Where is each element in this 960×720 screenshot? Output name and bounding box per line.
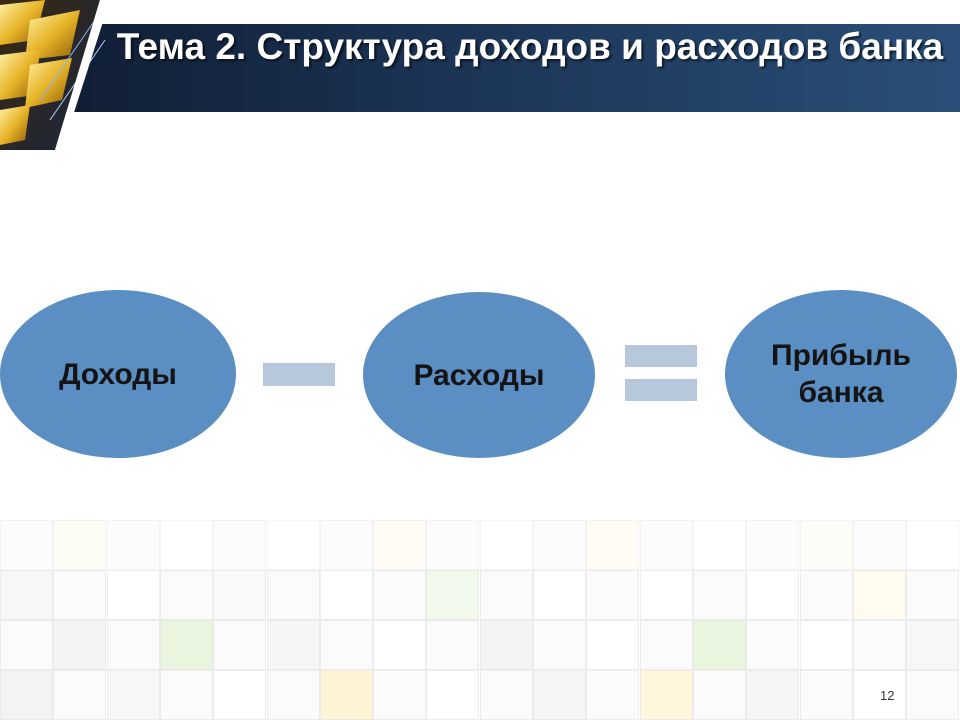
- background-tile: [746, 520, 800, 570]
- profit-ellipse: Прибыль банка: [725, 290, 957, 458]
- background-tile: [906, 670, 960, 720]
- background-tile: [213, 520, 267, 570]
- income-expenses-diagram: Доходы Расходы Прибыль банка: [0, 280, 960, 470]
- background-tile: [319, 570, 373, 620]
- background-tile: [746, 670, 800, 720]
- background-tile: [213, 570, 267, 620]
- background-tile: [106, 670, 160, 720]
- background-tile: [159, 520, 213, 570]
- background-tile: [319, 520, 373, 570]
- background-tile: [639, 520, 693, 570]
- background-tile: [266, 670, 320, 720]
- background-tile: [53, 570, 107, 620]
- background-tile: [906, 620, 960, 670]
- background-tile: [373, 620, 427, 670]
- background-tile: [533, 570, 586, 620]
- equals-operator-top: [625, 345, 697, 367]
- profit-label: Прибыль банка: [771, 339, 911, 409]
- background-tile: [53, 670, 107, 720]
- background-tile: [319, 670, 373, 720]
- background-tile: [799, 570, 853, 620]
- income-ellipse: Доходы: [0, 290, 236, 458]
- background-tile: [426, 620, 480, 670]
- background-tile: [692, 670, 746, 720]
- background-tile: [533, 520, 586, 570]
- background-tile: [319, 620, 373, 670]
- background-tile: [692, 570, 746, 620]
- background-tile: [106, 620, 160, 670]
- background-tile: [799, 670, 853, 720]
- background-tile: [852, 620, 906, 670]
- background-tile: [852, 520, 906, 570]
- background-tile: [0, 570, 53, 620]
- background-tile: [373, 520, 427, 570]
- background-tile: [746, 570, 800, 620]
- background-tile: [373, 670, 427, 720]
- background-tile: [586, 520, 640, 570]
- background-tile: [586, 570, 640, 620]
- background-tile: [266, 520, 320, 570]
- background-tile: [53, 520, 107, 570]
- background-tile: [426, 520, 480, 570]
- background-tile: [533, 620, 586, 670]
- background-tile: [373, 570, 427, 620]
- background-tile: [586, 670, 640, 720]
- background-tile: [0, 520, 53, 570]
- background-tile: [906, 570, 960, 620]
- background-tile: [159, 620, 213, 670]
- background-tile: [799, 620, 853, 670]
- expenses-label: Расходы: [413, 358, 545, 392]
- background-tile: [692, 620, 746, 670]
- background-tile: [159, 570, 213, 620]
- background-tile: [266, 620, 320, 670]
- background-tile: [533, 670, 586, 720]
- background-tile: [266, 570, 320, 620]
- background-tile: [906, 520, 960, 570]
- background-tile: [213, 670, 267, 720]
- background-tile: [639, 570, 693, 620]
- background-tile: [852, 670, 906, 720]
- background-tile: [639, 670, 693, 720]
- background-tile: [53, 620, 107, 670]
- background-tile: [852, 570, 906, 620]
- income-label: Доходы: [59, 357, 177, 391]
- background-tile: [426, 670, 480, 720]
- background-tile: [692, 520, 746, 570]
- minus-operator: [263, 363, 335, 386]
- expenses-ellipse: Расходы: [363, 292, 595, 458]
- background-tile: [479, 570, 533, 620]
- background-tile: [479, 670, 533, 720]
- background-tile: [586, 620, 640, 670]
- slide-title: Тема 2. Структура доходов и расходов бан…: [116, 26, 944, 67]
- background-tile: [639, 620, 693, 670]
- equals-operator-bottom: [625, 379, 697, 401]
- background-tile: [746, 620, 800, 670]
- background-tile: [799, 520, 853, 570]
- background-tile: [479, 620, 533, 670]
- background-tile: [426, 570, 480, 620]
- gold-bars-icon: [0, 0, 110, 150]
- background-tile: [159, 670, 213, 720]
- background-tile: [479, 520, 533, 570]
- background-tile: [106, 570, 160, 620]
- background-tile: [213, 620, 267, 670]
- background-tile-grid: [0, 520, 960, 720]
- page-number: 12: [880, 688, 895, 703]
- title-bar: [0, 24, 960, 112]
- background-tile: [0, 620, 53, 670]
- background-tile: [106, 520, 160, 570]
- background-tile: [0, 670, 53, 720]
